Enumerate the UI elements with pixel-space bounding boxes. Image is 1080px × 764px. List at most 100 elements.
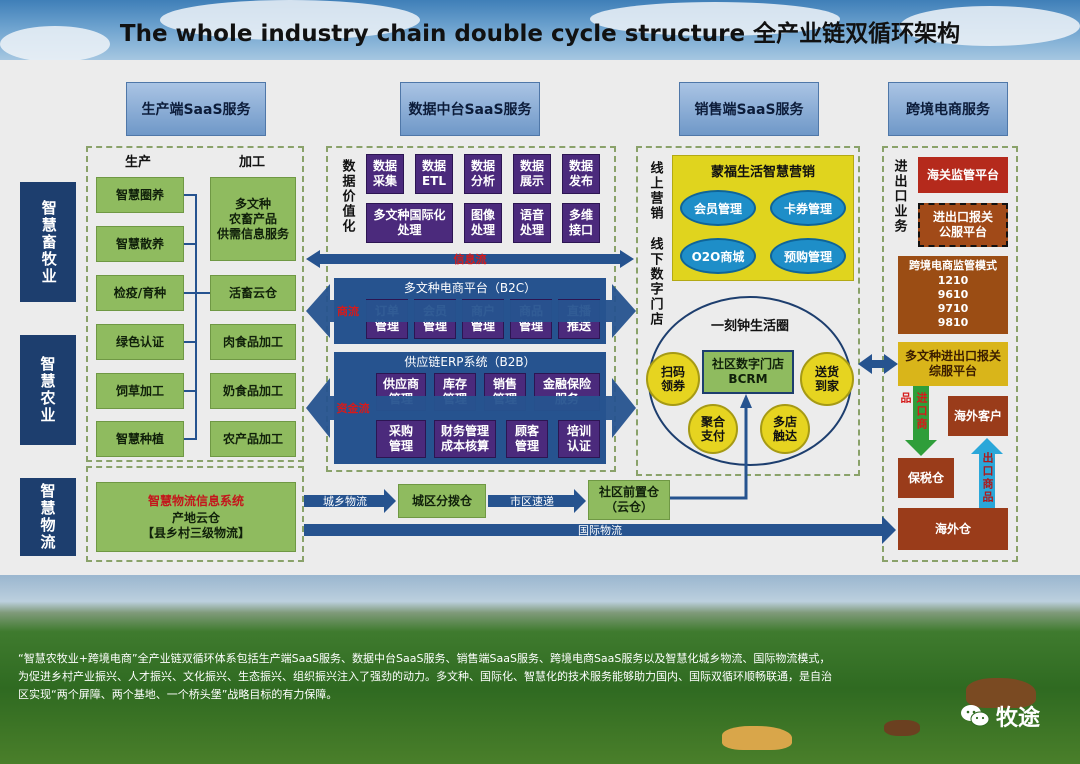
- production-frame: [86, 146, 304, 462]
- erp-title: 供应链ERP系统（B2B）: [334, 352, 606, 370]
- header-production: 生产端SaaS服务: [126, 82, 266, 136]
- international-logistics-arrow: [304, 516, 896, 544]
- erp-box: 采购 管理: [376, 420, 426, 458]
- erp-box: 培训 认证: [558, 420, 600, 458]
- data-box: 数据 分析: [464, 154, 502, 194]
- sales-frame: [636, 146, 860, 476]
- header-crossborder: 跨境电商服务: [888, 82, 1008, 136]
- erp-box: 财务管理 成本核算: [434, 420, 496, 458]
- connector-bracket: [184, 194, 210, 440]
- city-express-label: 市区速递: [510, 495, 554, 508]
- data-box: 多文种国际化 处理: [366, 203, 453, 243]
- data-box: 多维 接口: [562, 203, 600, 243]
- mode-code: 9710: [937, 302, 969, 316]
- sales-crossborder-arrow: [858, 354, 898, 374]
- mode-title: 跨境电商监管模式: [909, 259, 997, 273]
- prod-item: 智慧散养: [96, 226, 184, 262]
- data-box: 数据 ETL: [415, 154, 453, 194]
- processing-item: 农产品加工: [210, 421, 296, 457]
- cattle-image: [884, 720, 920, 736]
- urban-rural-label: 城乡物流: [323, 495, 367, 508]
- data-box: 图像 处理: [464, 203, 502, 243]
- mode-code: 1210: [937, 273, 969, 287]
- logistics-system-sub: 产地云仓 【县乡村三级物流】: [141, 510, 250, 540]
- funds-flow-label: 资金流: [336, 402, 370, 415]
- smart-marketing-title: 蒙福生活智慧营销: [710, 164, 815, 180]
- quarter-hour-title: 一刻钟生活圈: [710, 318, 789, 334]
- oval-presale-mgmt: 预购管理: [770, 238, 846, 274]
- circle-home-delivery: 送货 到家: [800, 352, 854, 406]
- district-hub: 城区分拨仓: [398, 484, 486, 518]
- prod-item: 饲草加工: [96, 373, 184, 409]
- cattle-image: [966, 678, 1036, 708]
- import-export-service-platform: 多文种进出口报关 综服平台: [898, 342, 1008, 386]
- production-col-title: 生产: [124, 154, 151, 170]
- row-label-livestock: 智慧畜牧业: [20, 182, 76, 302]
- crossborder-mode-box: 跨境电商监管模式 1210 9610 9710 9810: [898, 256, 1008, 334]
- community-up-arrow: [670, 404, 748, 500]
- overseas-warehouse: 海外仓: [898, 508, 1008, 550]
- export-goods-label: 出口商品: [981, 452, 994, 504]
- urban-rural-arrow: [304, 489, 396, 513]
- circle-scan-coupon: 扫码 领券: [646, 352, 700, 406]
- export-arrow: [971, 438, 1003, 508]
- community-up-arrowhead: [740, 394, 752, 408]
- footer-description: “智慧农牧业+跨境电商”全产业链双循环体系包括生产端SaaS服务、数据中台Saa…: [18, 652, 832, 701]
- cloud: [0, 26, 110, 62]
- smart-logistics-system: 智慧物流信息系统 产地云仓 【县乡村三级物流】: [96, 482, 296, 552]
- goods-flow-label: 商流: [337, 305, 359, 318]
- erp-box: 顾客 管理: [506, 420, 548, 458]
- oval-card-mgmt: 卡券管理: [770, 190, 846, 226]
- crossborder-frame: [882, 146, 1018, 562]
- mode-code: 9810: [937, 316, 969, 330]
- cloud: [900, 6, 1080, 46]
- processing-item: 奶食品加工: [210, 373, 296, 409]
- row-label-agriculture: 智慧农业: [20, 335, 76, 445]
- header-data-center: 数据中台SaaS服务: [400, 82, 540, 136]
- cloud: [160, 0, 420, 40]
- logistics-frame: [86, 466, 304, 562]
- data-box: 语音 处理: [513, 203, 551, 243]
- prod-item: 绿色认证: [96, 324, 184, 360]
- page-title: The whole industry chain double cycle st…: [119, 21, 961, 47]
- import-export-label: 进出口业务: [891, 158, 907, 234]
- processing-info-service: 多文种 农畜产品 供需信息服务: [210, 177, 296, 261]
- community-store-bcrm: 社区数字门店 BCRM: [702, 350, 794, 394]
- cloud: [590, 2, 840, 36]
- data-box: 数据 采集: [366, 154, 404, 194]
- bonded-warehouse: 保税仓: [898, 458, 954, 498]
- processing-col-title: 加工: [238, 154, 265, 170]
- import-goods-label: 进口商品: [899, 392, 928, 431]
- prod-item: 智慧种植: [96, 421, 184, 457]
- cattle-image: [722, 726, 792, 750]
- b2c-title: 多文种电商平台（B2C）: [334, 278, 606, 296]
- import-arrow: [905, 386, 937, 456]
- circle-multi-store: 多店 触达: [760, 404, 810, 454]
- data-box: 数据 发布: [562, 154, 600, 194]
- info-flow-label: 信息流: [453, 253, 487, 266]
- customs-platform: 海关监管平台: [918, 157, 1008, 193]
- offline-store-label: 线下数字门店: [647, 237, 663, 327]
- mode-code: 9610: [937, 287, 969, 301]
- circle-aggregate-pay: 聚合 支付: [688, 404, 738, 454]
- info-flow-arrow: [306, 250, 634, 268]
- oval-member-mgmt: 会员管理: [680, 190, 756, 226]
- international-logistics-label: 国际物流: [578, 524, 622, 537]
- oval-o2o-mall: O2O商城: [680, 238, 756, 274]
- online-marketing-label: 线上营销: [647, 161, 663, 221]
- brand-mark: 牧途: [960, 700, 1040, 732]
- logistics-system-title: 智慧物流信息系统: [147, 493, 244, 508]
- brand-name: 牧途: [996, 706, 1041, 731]
- commerce-flow-arrow: [306, 284, 636, 338]
- prod-item: 智慧圈养: [96, 177, 184, 213]
- overseas-customer: 海外客户: [948, 396, 1008, 436]
- community-front-warehouse: 社区前置仓 （云仓）: [588, 480, 670, 520]
- city-express-arrow: [488, 489, 586, 513]
- data-box: 数据 展示: [513, 154, 551, 194]
- wechat-icon: [961, 705, 990, 727]
- header-sales: 销售端SaaS服务: [679, 82, 819, 136]
- funds-flow-arrow: [306, 378, 636, 438]
- processing-item: 活畜云仓: [210, 275, 296, 311]
- declaration-platform: 进出口报关 公服平台: [918, 203, 1008, 247]
- row-label-logistics: 智慧物流: [20, 478, 76, 556]
